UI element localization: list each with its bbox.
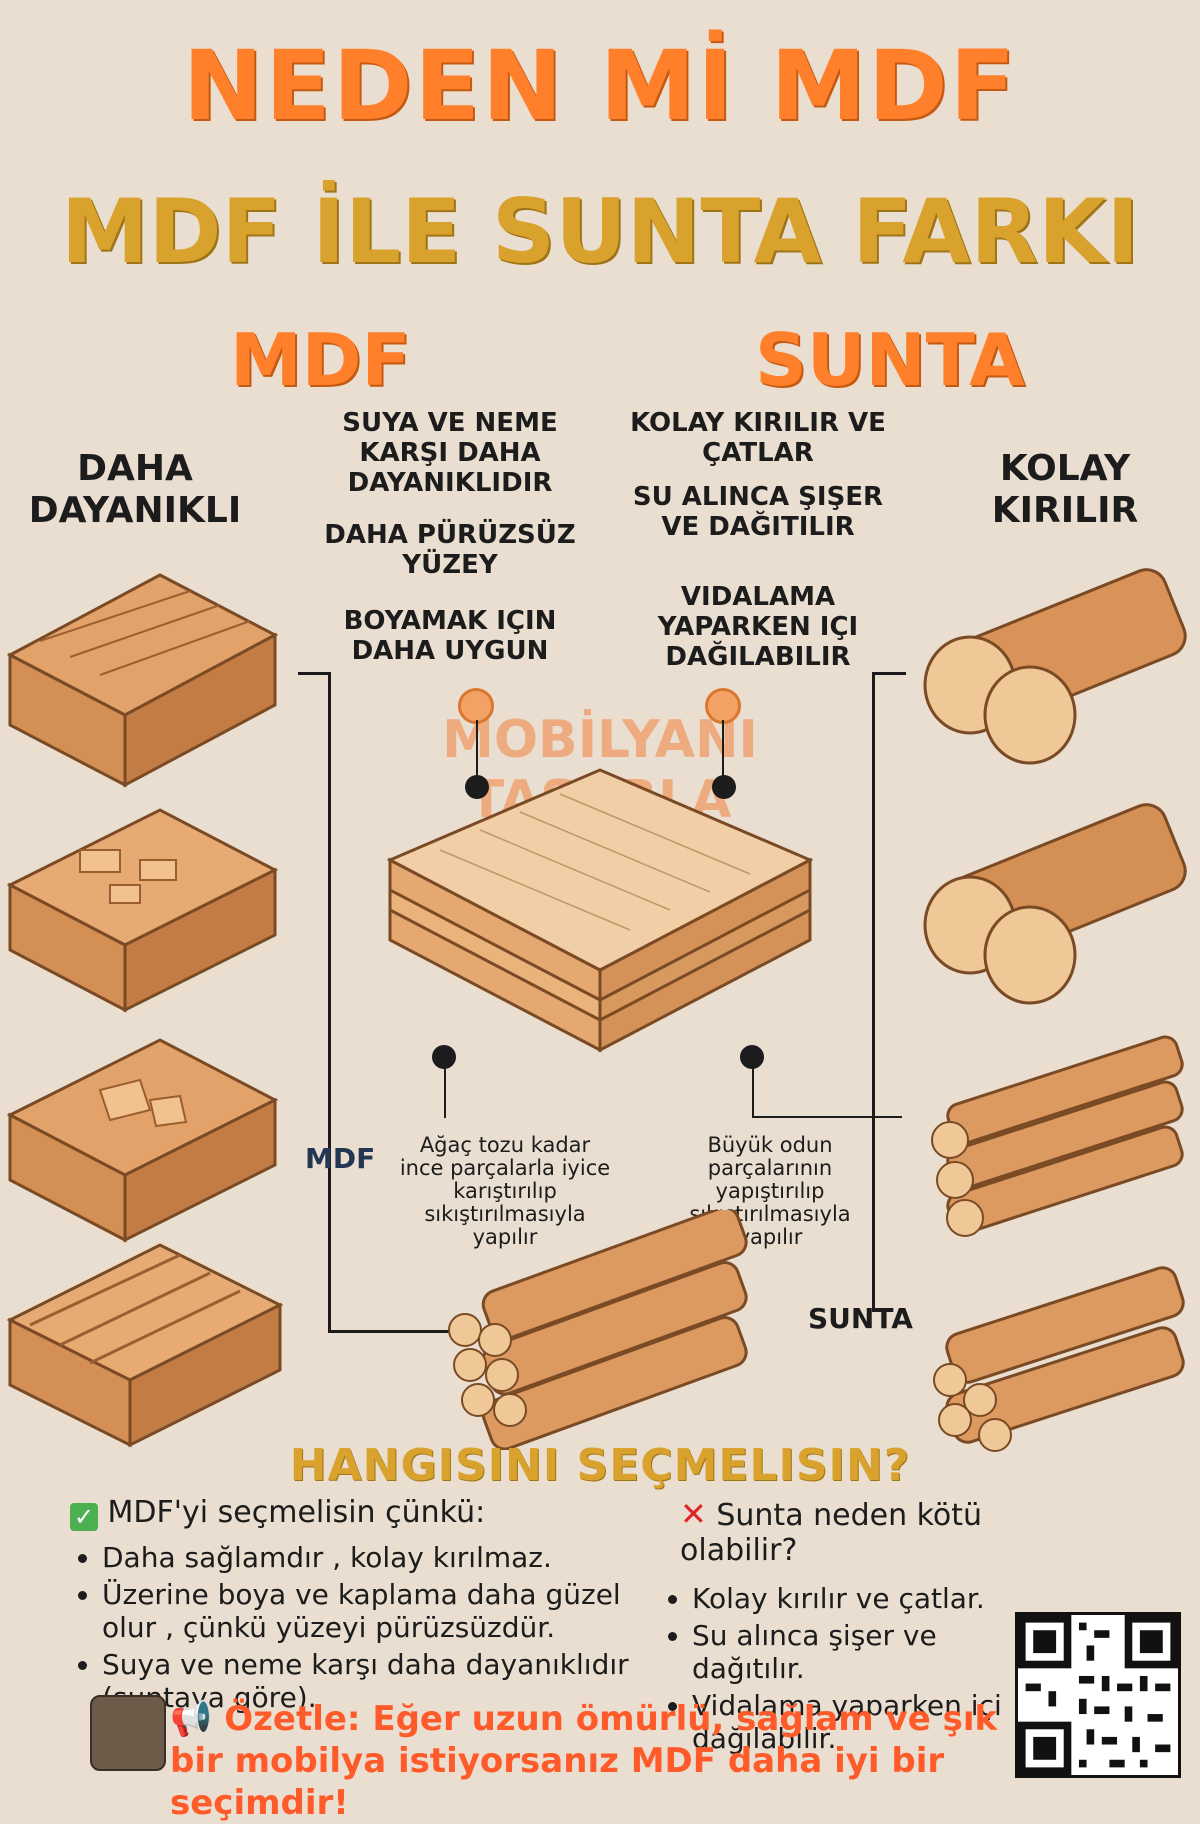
mdf-description: Ağaç tozu kadar ince parçalarla iyice ka… — [399, 1133, 611, 1249]
mdf-wood-block-4-icon — [6, 1243, 284, 1448]
sunta-desc-connector — [752, 1068, 754, 1118]
mdf-list-heading: ✓ MDF'yi seçmelisin çünkü: — [70, 1495, 630, 1531]
mdf-wood-block-3-icon — [6, 1038, 279, 1243]
question-title: HANGISINI SEÇMELISIN? — [289, 1440, 911, 1491]
left-side-label-line1: DAHA — [77, 448, 193, 489]
left-bracket-line — [328, 672, 331, 1332]
sunta-list-item: Su alınca şişer ve dağıtılır. — [692, 1619, 1052, 1685]
sunta-log-3-icon — [931, 1035, 1184, 1237]
sunta-point-3: VIDALAMA YAPARKEN IÇI DAĞILABILIR — [657, 582, 859, 672]
sunta-tag: SUNTA — [808, 1302, 913, 1335]
sunta-log-4-icon — [933, 1266, 1185, 1452]
mdf-point-2: DAHA PÜRÜZSÜZ YÜZEY — [324, 520, 576, 580]
mdf-list-item: Daha sağlamdır , kolay kırılmaz. — [102, 1541, 630, 1574]
sunta-pin-dot — [712, 775, 736, 799]
mdf-desc-connector — [444, 1068, 446, 1118]
right-bracket-top — [872, 672, 906, 675]
left-bracket-bottom — [328, 1330, 458, 1333]
sunta-header: SUNTA — [755, 318, 1025, 402]
sunta-list-item: Vidalama yaparken içi dağılabilir. — [692, 1689, 1052, 1755]
mdf-pin-dot — [465, 775, 489, 799]
sunta-list-item: Kolay kırılır ve çatlar. — [692, 1582, 1052, 1615]
sunta-pin-icon — [705, 688, 741, 724]
avatar-icon — [90, 1695, 166, 1771]
sunta-log-1-icon — [923, 568, 1187, 765]
subtitle: MDF İLE SUNTA FARKI — [60, 180, 1140, 283]
sunta-desc-connector-h — [752, 1116, 902, 1118]
mdf-tag: MDF — [305, 1142, 376, 1175]
sunta-log-2-icon — [923, 803, 1187, 1005]
mdf-list-item: Üzerine boya ve kaplama daha güzel olur … — [102, 1578, 630, 1644]
mdf-point-3: BOYAMAK IÇIN DAHA UYGUN — [343, 606, 557, 666]
left-side-label-line2: DAYANIKLI — [28, 490, 242, 531]
sunta-list-heading: ✕ Sunta neden kötü olabilir? — [660, 1495, 1100, 1568]
sunta-point-2: SU ALINCA ŞIŞER VE DAĞITILIR — [632, 482, 884, 542]
sunta-point-1: KOLAY KIRILIR VE ÇATLAR — [630, 408, 886, 468]
mdf-wood-block-1-icon — [6, 573, 279, 788]
mdf-pin-line — [476, 720, 478, 780]
check-icon: ✓ — [70, 1503, 98, 1531]
log-pile-icon — [448, 1210, 748, 1450]
qr-code-icon — [1015, 1612, 1181, 1778]
sunta-description: Büyük odun parçalarının yapıştırılıp sık… — [689, 1133, 851, 1249]
left-side-label: DAHA DAYANIKLI — [20, 448, 250, 532]
megaphone-icon: 📢 — [170, 1699, 213, 1739]
right-bracket-line — [872, 672, 875, 1312]
mdf-list-section: ✓ MDF'yi seçmelisin çünkü: Daha sağlamdı… — [70, 1495, 630, 1718]
summary-body: Özetle: Eğer uzun ömürlü, sağlam ve şık … — [170, 1699, 998, 1823]
mdf-pin-icon — [458, 688, 494, 724]
summary-text: 📢 Özetle: Eğer uzun ömürlü, sağlam ve şı… — [170, 1698, 1030, 1824]
mdf-wood-block-2-icon — [6, 808, 279, 1013]
mdf-desc-dot — [432, 1045, 456, 1069]
mdf-header: MDF — [230, 318, 411, 402]
mdf-point-1: SUYA VE NEME KARŞI DAHA DAYANIKLIDIR — [342, 408, 558, 498]
sunta-desc-dot — [740, 1045, 764, 1069]
mdf-list-head-text: MDF'yi seçmelisin çünkü: — [107, 1495, 486, 1530]
left-bracket-top — [298, 672, 330, 675]
board-stack-icon — [386, 768, 814, 1053]
main-title: NEDEN Mİ MDF — [182, 30, 1018, 142]
right-side-label: KOLAY KIRILIR — [950, 448, 1180, 532]
right-side-label-line2: KIRILIR — [991, 490, 1139, 531]
cross-icon: ✕ — [680, 1495, 707, 1533]
sunta-pin-line — [722, 720, 724, 780]
right-side-label-line1: KOLAY — [999, 448, 1131, 489]
sunta-list-section: ✕ Sunta neden kötü olabilir? Kolay kırıl… — [660, 1495, 1100, 1759]
sunta-list-head-text: Sunta neden kötü olabilir? — [680, 1498, 983, 1568]
